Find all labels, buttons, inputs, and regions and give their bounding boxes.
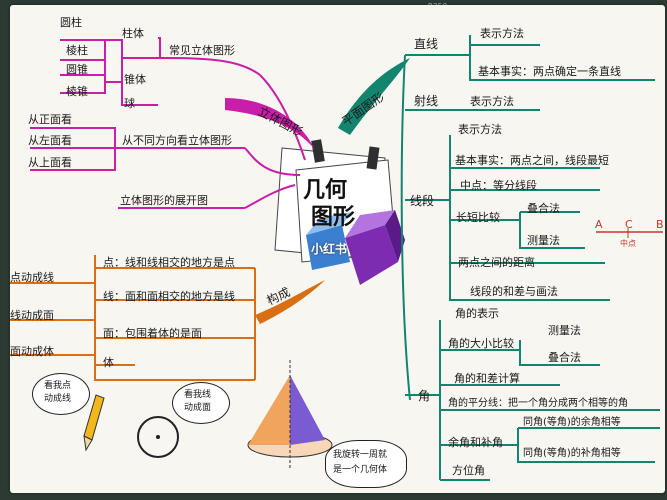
label-ray: 射线 bbox=[414, 94, 439, 108]
label-sphere: 球 bbox=[124, 97, 135, 110]
label-comp-rule: 同角(等角)的余角相等 bbox=[523, 417, 621, 428]
cube-drawing bbox=[306, 210, 405, 285]
center-title-line1: 几何 bbox=[303, 178, 348, 203]
label-measure: 测量法 bbox=[527, 234, 560, 247]
bubble1-text-line2: 动成线 bbox=[44, 394, 72, 404]
solid-main-branch bbox=[225, 98, 315, 150]
speech-bubble-line bbox=[172, 382, 230, 424]
label-compare: 长短比较 bbox=[456, 211, 500, 224]
circle-drawing bbox=[137, 416, 179, 458]
label-left-view: 从左面看 bbox=[28, 134, 72, 147]
label-seg-repr: 表示方法 bbox=[458, 123, 502, 136]
label-line-repr: 表示方法 bbox=[480, 27, 524, 40]
label-supp-rule: 同角(等角)的补角相等 bbox=[523, 448, 621, 459]
label-unfold: 立体图形的展开图 bbox=[120, 194, 208, 207]
composition-branch-lines bbox=[10, 255, 256, 381]
label-top-view: 从上面看 bbox=[28, 156, 72, 169]
label-line: 直线 bbox=[414, 37, 439, 51]
label-angle: 角 bbox=[418, 389, 431, 403]
label-sum-diff: 线段的和差与画法 bbox=[470, 285, 558, 298]
plane-branch-lines bbox=[400, 35, 660, 481]
segment-abc-diagram bbox=[596, 228, 663, 238]
bubble3-text-line1: 我旋转一周就 bbox=[333, 450, 388, 460]
label-point-line: 点动成线 bbox=[10, 271, 54, 284]
plane-main-branch bbox=[338, 58, 410, 135]
label-point-b: B bbox=[656, 218, 664, 231]
label-cone-group: 锥体 bbox=[124, 73, 146, 86]
bubble1-text-line1: 看我点 bbox=[44, 381, 72, 391]
label-abc-mid: 中点 bbox=[620, 239, 636, 248]
label-angle-overlap: 叠合法 bbox=[548, 351, 581, 364]
label-point-def: 点：线和线相交的地方是点 bbox=[103, 256, 235, 269]
label-cylinder-group: 圆柱 bbox=[60, 16, 82, 29]
label-surface-def: 面：包围着体的是面 bbox=[103, 327, 202, 340]
bubble3-text-line2: 是一个几何体 bbox=[333, 465, 388, 475]
pencil-drawing bbox=[83, 394, 105, 452]
label-overlap: 叠合法 bbox=[527, 202, 560, 215]
speech-bubble-rotate bbox=[325, 440, 407, 488]
label-angle-measure: 测量法 bbox=[548, 324, 581, 337]
label-cone: 圆锥 bbox=[66, 63, 88, 76]
label-line-surface: 线动成面 bbox=[10, 309, 54, 322]
label-midpoint: 中点：等分线段 bbox=[460, 179, 537, 192]
label-surface-body: 面动成体 bbox=[10, 345, 54, 358]
bubble2-text-line2: 动成面 bbox=[184, 403, 212, 413]
watermark: 小红书 bbox=[311, 242, 348, 256]
label-body-def: 体 bbox=[103, 356, 114, 369]
label-point-a: A bbox=[595, 218, 603, 231]
label-line-fact: 基本事实：两点确定一条直线 bbox=[478, 65, 621, 78]
label-line-def: 线：面和面相交的地方是线 bbox=[103, 290, 235, 303]
label-pyramid: 棱锥 bbox=[66, 85, 88, 98]
label-point-c: C bbox=[625, 218, 633, 231]
solid-branch-lines bbox=[30, 37, 306, 209]
center-title-line2: 图形 bbox=[311, 205, 356, 230]
bubble2-text-line1: 看我线 bbox=[184, 390, 212, 400]
label-comp-supp: 余角和补角 bbox=[448, 436, 503, 449]
label-common-solids: 常见立体图形 bbox=[169, 44, 235, 57]
cone-drawing bbox=[247, 360, 333, 470]
label-angle-calc: 角的和差计算 bbox=[454, 372, 520, 385]
label-column-group: 柱体 bbox=[122, 27, 144, 40]
label-bisector: 角的平分线：把一个角分成两个相等的角 bbox=[448, 398, 628, 409]
label-seg-fact: 基本事实：两点之间，线段最短 bbox=[455, 154, 609, 167]
label-prism: 棱柱 bbox=[66, 44, 88, 57]
composition-main-branch bbox=[255, 280, 325, 324]
speech-bubble-point bbox=[32, 373, 90, 415]
label-distance: 两点之间的距离 bbox=[458, 256, 535, 269]
label-segment: 线段 bbox=[410, 194, 435, 208]
label-direction: 方位角 bbox=[452, 464, 485, 477]
label-angle-compare: 角的大小比较 bbox=[448, 337, 514, 350]
label-views: 从不同方向看立体图形 bbox=[122, 134, 232, 147]
label-front-view: 从正面看 bbox=[28, 113, 72, 126]
label-ray-repr: 表示方法 bbox=[470, 95, 514, 108]
label-angle-repr: 角的表示 bbox=[455, 307, 499, 320]
